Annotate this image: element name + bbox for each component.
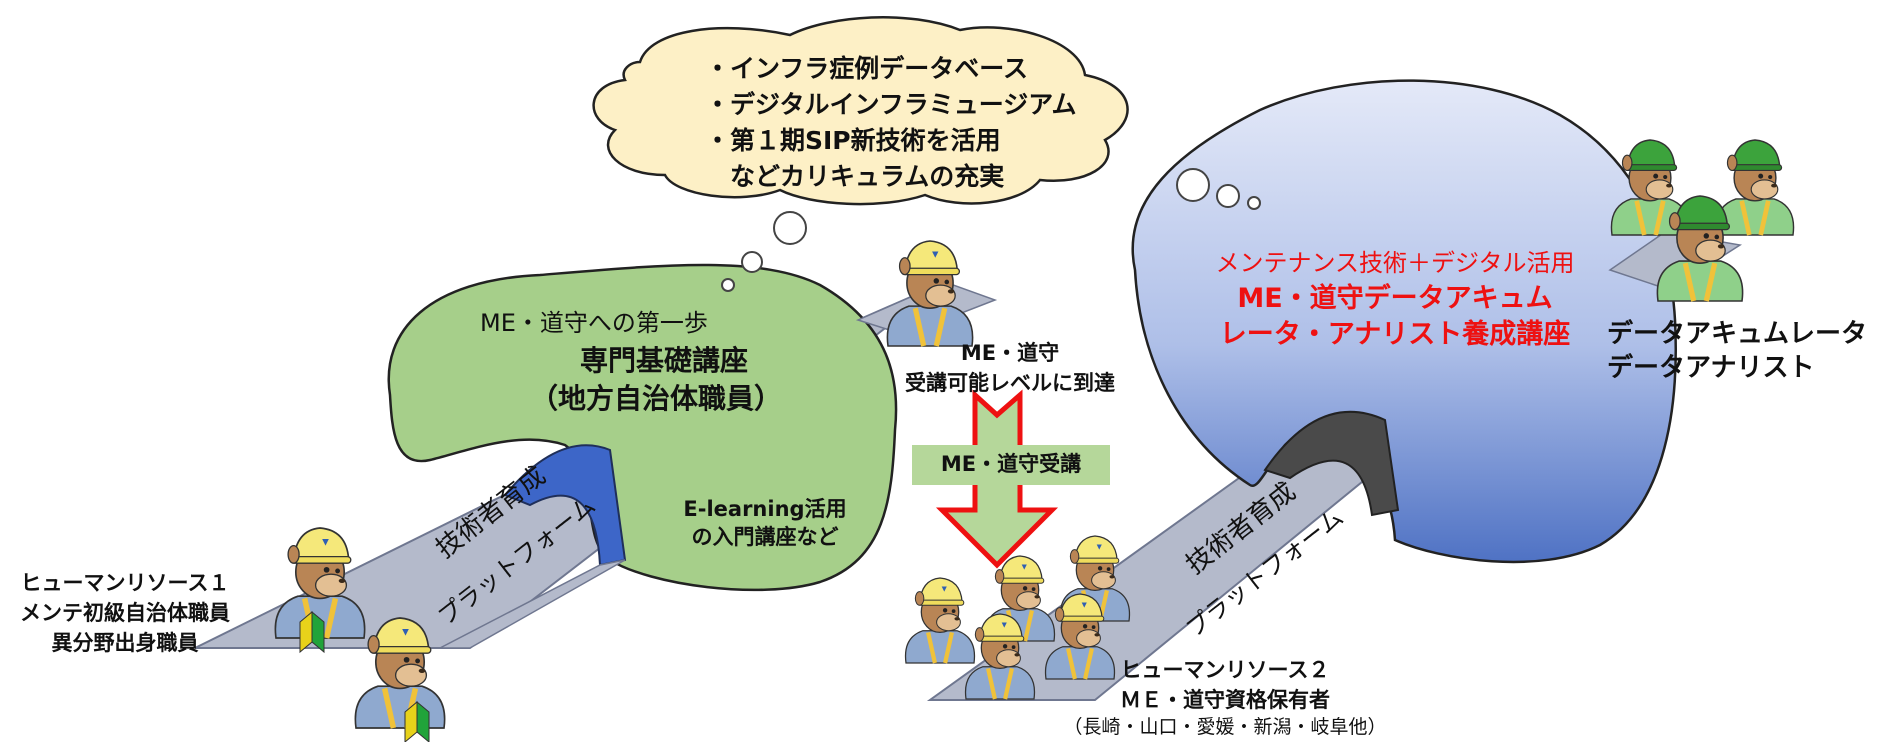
bubble-line-4: などカリキュラムの充実 <box>705 162 1005 191</box>
mascot-hr2-1 <box>906 578 975 663</box>
hr1-line-3: 異分野出身職員 <box>51 631 199 655</box>
right-tunnel-portal <box>1263 410 1400 517</box>
advanced-course-title-1: ME・道守データアキュム <box>1237 283 1553 314</box>
bubble-line-3: ・第１期SIP新技術を活用 <box>705 126 1001 155</box>
outcome-line-2: データアナリスト <box>1607 353 1815 383</box>
advanced-course-title-2: レータ・アナリスト養成講座 <box>1219 319 1571 350</box>
hr1-line-1: ヒューマンリソース１ <box>20 571 230 595</box>
basic-course-subtitle: ME・道守への第一歩 <box>480 309 708 337</box>
thought-dot-3 <box>721 278 735 292</box>
thought-dot-1 <box>773 211 807 245</box>
bubble-line-1: ・インフラ症例データベース <box>705 54 1029 83</box>
blue-hill <box>1131 79 1677 564</box>
green-hill <box>387 263 898 592</box>
advanced-course-subtitle: メンテナンス技術＋デジタル活用 <box>1215 249 1575 277</box>
outcome-line-1: データアキュムレータ <box>1607 319 1868 349</box>
blue-bubble-2 <box>1216 184 1240 208</box>
basic-course-title-2: （地方自治体職員） <box>530 382 783 415</box>
mascot-green-2 <box>1716 140 1793 235</box>
hr2-line-1: ヒューマンリソース２ <box>1120 658 1330 682</box>
elearning-line-1: E-learning活用 <box>683 497 847 521</box>
hr2-line-2: ＭＥ・道守資格保有者 <box>1120 688 1330 712</box>
blue-bubble-3 <box>1247 196 1261 210</box>
arrow-label-box <box>912 445 1110 485</box>
reach-level-line-2: 受講可能レベルに到達 <box>905 371 1115 395</box>
thought-dot-2 <box>741 251 763 273</box>
reach-level-line-1: ME・道守 <box>960 341 1060 365</box>
bubble-line-2: ・デジタルインフラミュージアム <box>705 90 1077 119</box>
blue-bubble-1 <box>1176 168 1210 202</box>
thought-bubble <box>592 16 1129 206</box>
elearning-line-2: の入門講座など <box>691 525 839 549</box>
hr1-line-2: メンテ初級自治体職員 <box>20 601 230 625</box>
hr2-line-3: （長崎・山口・愛媛・新潟・岐阜他） <box>1063 716 1387 738</box>
basic-course-title-1: 専門基礎講座 <box>580 344 749 377</box>
arrow-label: ME・道守受講 <box>940 452 1082 476</box>
